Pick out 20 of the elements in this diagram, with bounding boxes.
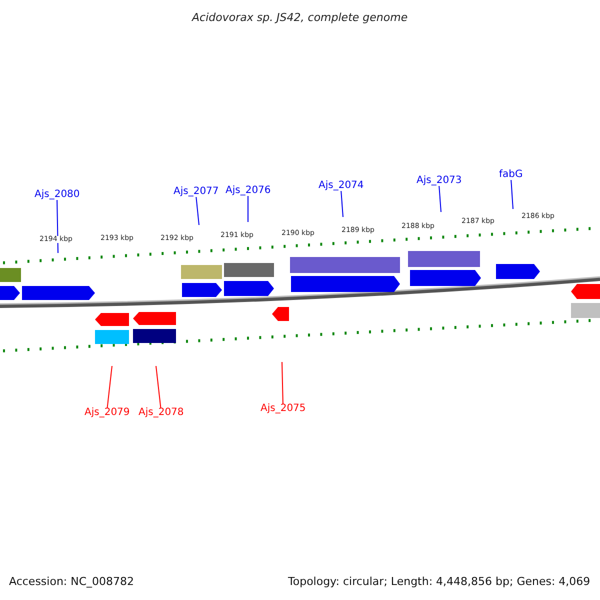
leader-line bbox=[510, 180, 514, 210]
leader-line bbox=[106, 366, 112, 408]
gene-label: Ajs_2079 bbox=[84, 408, 130, 418]
leader-line bbox=[282, 362, 284, 404]
gene-label: Ajs_2074 bbox=[318, 181, 364, 191]
leader-line bbox=[340, 190, 344, 218]
gene-label: Ajs_2076 bbox=[226, 186, 271, 196]
genome-summary: Topology: circular; Length: 4,448,856 bp; Genes: 4,069 bbox=[288, 576, 590, 587]
gene-label: Ajs_2078 bbox=[138, 408, 184, 418]
leader-line bbox=[196, 196, 200, 226]
leader-line bbox=[438, 186, 442, 212]
gene-label: Ajs_2075 bbox=[260, 404, 306, 414]
gene-label: Ajs_2080 bbox=[34, 190, 80, 200]
gene-label: fabG bbox=[499, 170, 523, 180]
accession-note: Accession: NC_008782 bbox=[9, 576, 134, 587]
leader-line bbox=[156, 366, 162, 408]
leader-line bbox=[56, 200, 58, 254]
diagram-title: Acidovorax sp. JS42, complete genome bbox=[192, 12, 408, 23]
gene-label: Ajs_2073 bbox=[416, 176, 462, 186]
gene-label: Ajs_2077 bbox=[174, 187, 219, 197]
